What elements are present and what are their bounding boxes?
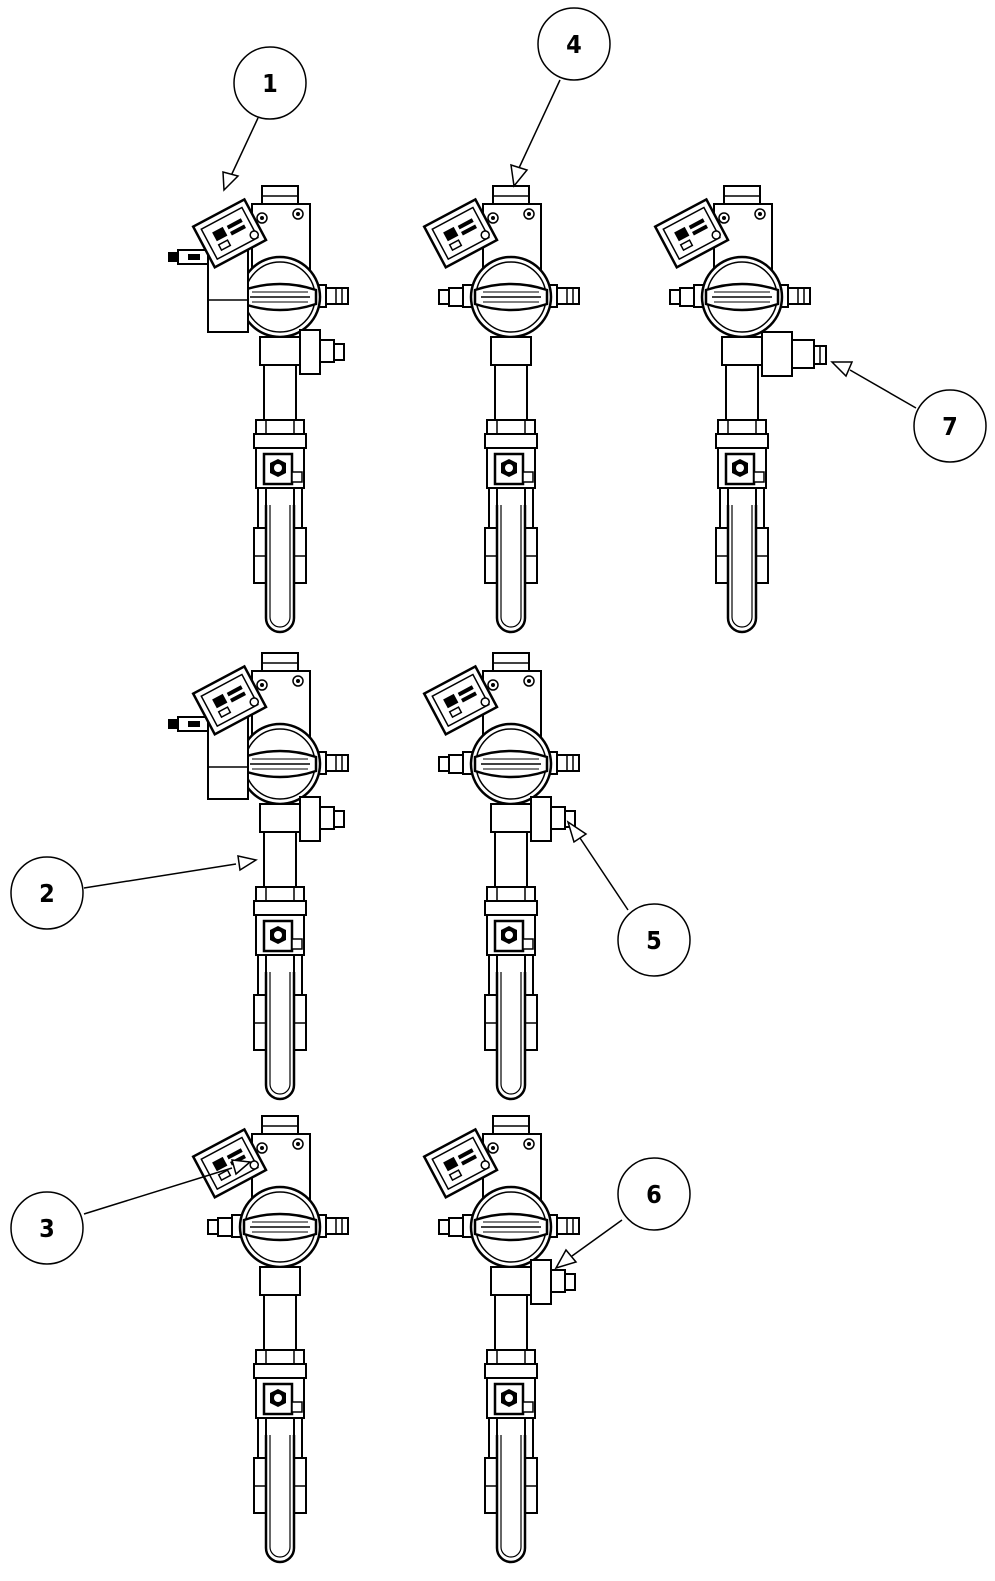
arrow-head-2 (237, 855, 258, 872)
callout-circle-3 (10, 1191, 84, 1265)
callout-circle-5 (617, 903, 691, 977)
arrow-head-4 (510, 163, 529, 188)
leader-line-7 (849, 369, 917, 409)
leader-line-1 (229, 117, 259, 179)
callout-3: 3 (10, 1191, 84, 1265)
callout-circle-1 (233, 46, 307, 120)
leader-line-2 (83, 863, 237, 889)
callout-label-6: 6 (646, 1180, 662, 1209)
valve-assembly-5 (422, 651, 581, 1101)
callout-circle-7 (913, 389, 987, 463)
leader-lines (83, 79, 917, 1270)
valve-assembly-3 (191, 1114, 350, 1564)
arrow-head-5 (566, 820, 588, 844)
callout-label-4: 4 (566, 30, 582, 59)
arrow-head-7 (830, 361, 854, 378)
callout-6: 6 (617, 1157, 691, 1231)
callout-circle-2 (10, 856, 84, 930)
callout-4: 4 (537, 7, 611, 81)
leader-line-3 (83, 1167, 233, 1215)
arrow-head-6 (554, 1248, 578, 1270)
valve-assembly-6 (422, 1114, 581, 1564)
callout-label-7: 7 (942, 412, 958, 441)
callout-label-3: 3 (39, 1214, 55, 1243)
valve-assembly-1 (167, 184, 350, 634)
callout-label-2: 2 (39, 879, 55, 908)
arrow-head-1 (222, 171, 240, 192)
callout-2: 2 (10, 856, 84, 930)
callout-label-1: 1 (262, 69, 278, 98)
arrow-head-3 (230, 1159, 252, 1176)
callout-circle-6 (617, 1157, 691, 1231)
valve-assembly-2 (167, 651, 350, 1101)
valve-assembly-4 (422, 184, 581, 634)
callout-1: 1 (233, 46, 307, 120)
callout-circle-4 (537, 7, 611, 81)
callout-5: 5 (617, 903, 691, 977)
leader-line-6 (571, 1219, 623, 1257)
leader-line-4 (518, 79, 561, 169)
valve-assembly-7 (653, 184, 827, 634)
leader-line-5 (579, 837, 629, 911)
callout-label-5: 5 (646, 926, 662, 955)
callout-7: 7 (913, 389, 987, 463)
